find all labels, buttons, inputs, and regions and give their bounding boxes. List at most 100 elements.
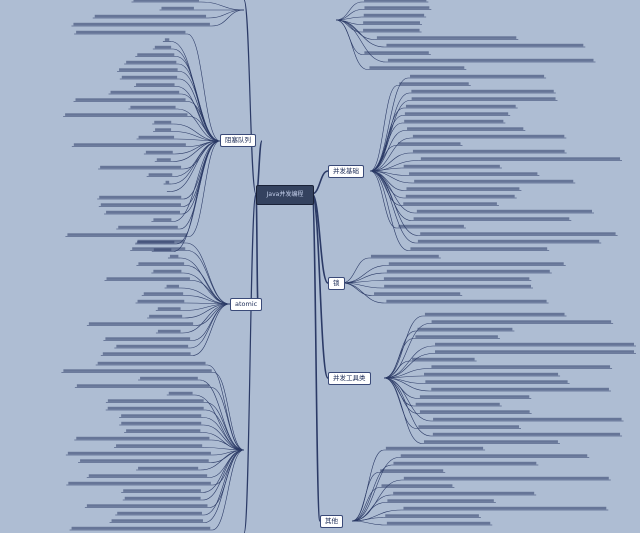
leaf-text-placeholder xyxy=(370,254,439,258)
leaf-text-placeholder xyxy=(107,399,204,402)
connector-leaf xyxy=(369,170,416,244)
leaf-text-placeholder xyxy=(143,292,184,295)
leaf-text-placeholder xyxy=(126,60,177,64)
leaf-text-placeholder xyxy=(420,157,621,160)
connector-leaf xyxy=(187,250,231,305)
leaf-text-placeholder xyxy=(121,421,202,425)
leaf-text-placeholder xyxy=(404,112,509,115)
connector-leaf xyxy=(369,137,411,172)
leaf-text-placeholder xyxy=(414,179,574,183)
leaf-text-placeholder xyxy=(76,384,210,387)
connector-leaf xyxy=(369,170,415,214)
leaf-text-placeholder xyxy=(137,299,185,303)
leaf-text-placeholder xyxy=(126,429,201,432)
leaf-text-placeholder xyxy=(383,277,530,280)
leaf-text-placeholder xyxy=(411,89,554,93)
leaf-text-placeholder xyxy=(116,344,189,348)
branch-node-others[interactable]: 其他 xyxy=(320,515,343,528)
leaf-text-placeholder xyxy=(363,21,420,24)
leaf-text-placeholder xyxy=(97,361,206,365)
leaf-text-placeholder xyxy=(130,105,176,109)
leaf-text-placeholder xyxy=(364,0,427,2)
leaf-text-placeholder xyxy=(71,526,211,530)
connector-leaf xyxy=(176,140,221,245)
leaf-text-placeholder xyxy=(67,451,211,455)
leaf-text-placeholder xyxy=(403,506,607,510)
leaf-text-placeholder xyxy=(110,90,180,94)
connector-leaf xyxy=(186,265,231,305)
leaf-text-placeholder xyxy=(149,314,183,318)
leaf-text-placeholder xyxy=(111,519,203,522)
leaf-text-placeholder xyxy=(168,391,193,395)
leaf-text-placeholder xyxy=(76,436,210,440)
leaf-text-placeholder xyxy=(88,474,208,477)
branch-node-concurrency-tools[interactable]: 并发工具类 xyxy=(328,372,371,385)
leaf-text-placeholder xyxy=(136,83,175,86)
leaf-text-placeholder xyxy=(106,210,180,214)
connector-trunk-top xyxy=(243,0,257,195)
leaf-text-placeholder xyxy=(88,322,194,325)
connector-leaf xyxy=(209,449,245,478)
leaf-text-placeholder xyxy=(137,239,185,243)
root-node[interactable]: Java并发编程 xyxy=(256,185,314,205)
connector-leaf xyxy=(182,303,231,334)
leaf-text-placeholder xyxy=(376,36,517,39)
leaf-text-placeholder xyxy=(164,38,170,41)
connector-root-atomic xyxy=(255,193,259,305)
leaf-text-placeholder xyxy=(420,232,616,235)
leaf-text-placeholder xyxy=(107,406,204,410)
leaf-text-placeholder xyxy=(412,149,565,153)
leaf-text-placeholder xyxy=(105,337,191,340)
connector-leaf xyxy=(212,449,245,531)
connector-leaf xyxy=(179,71,221,142)
connector-leaf xyxy=(351,502,386,522)
branch-node-concurrency-basics[interactable]: 并发基础 xyxy=(328,165,364,178)
connector-leaf xyxy=(191,280,231,305)
leaf-text-placeholder xyxy=(403,202,497,205)
leaf-text-placeholder xyxy=(154,45,172,49)
leaf-text-placeholder xyxy=(431,365,611,368)
leaf-text-placeholder xyxy=(118,225,178,229)
connector-leaf xyxy=(383,323,430,379)
leaf-text-placeholder xyxy=(68,481,211,485)
leaf-text-placeholder xyxy=(433,417,622,421)
leaf-text-placeholder xyxy=(138,466,199,470)
leaf-text-placeholder xyxy=(417,239,600,243)
leaf-text-placeholder xyxy=(106,277,190,280)
connector-leaf xyxy=(173,140,221,222)
connector-lines xyxy=(61,0,636,533)
leaf-text-placeholder xyxy=(148,173,173,176)
connector-leaf xyxy=(369,122,403,172)
leaf-text-placeholder xyxy=(166,284,179,288)
branch-node-locks[interactable]: 锁 xyxy=(328,277,345,290)
leaf-text-placeholder xyxy=(399,82,469,85)
leaf-text-placeholder xyxy=(140,376,198,380)
leaf-text-placeholder xyxy=(400,454,588,457)
leaf-text-placeholder xyxy=(161,6,194,10)
leaf-text-placeholder xyxy=(363,28,420,32)
connector-leaf xyxy=(208,9,245,19)
connector-leaf xyxy=(335,19,386,63)
leaf-text-placeholder xyxy=(63,369,212,372)
leaf-text-placeholder xyxy=(363,13,425,17)
leaf-text-placeholder xyxy=(75,98,186,101)
connector-leaf xyxy=(351,449,384,522)
leaf-text-placeholder xyxy=(403,476,609,480)
leaf-text-placeholder xyxy=(145,150,173,154)
leaf-text-placeholder xyxy=(117,511,202,515)
connector-leaf xyxy=(335,19,368,70)
leaf-text-placeholder xyxy=(413,217,570,220)
connector-leaf xyxy=(383,377,430,392)
connector-leaf xyxy=(341,282,385,304)
connector-leaf xyxy=(181,93,221,142)
leaf-text-placeholder xyxy=(137,53,175,56)
leaf-text-placeholder xyxy=(67,233,188,236)
leaf-text-placeholder xyxy=(156,158,171,161)
connector-leaf xyxy=(192,303,231,356)
branch-node-atomic[interactable]: atomic xyxy=(230,298,263,311)
leaf-text-placeholder xyxy=(398,224,464,228)
branch-node-concurrent-queue[interactable]: 阻塞队列 xyxy=(220,134,256,147)
leaf-text-placeholder xyxy=(431,320,612,323)
leaf-text-placeholder xyxy=(123,489,201,492)
connector-leaf xyxy=(369,152,411,172)
